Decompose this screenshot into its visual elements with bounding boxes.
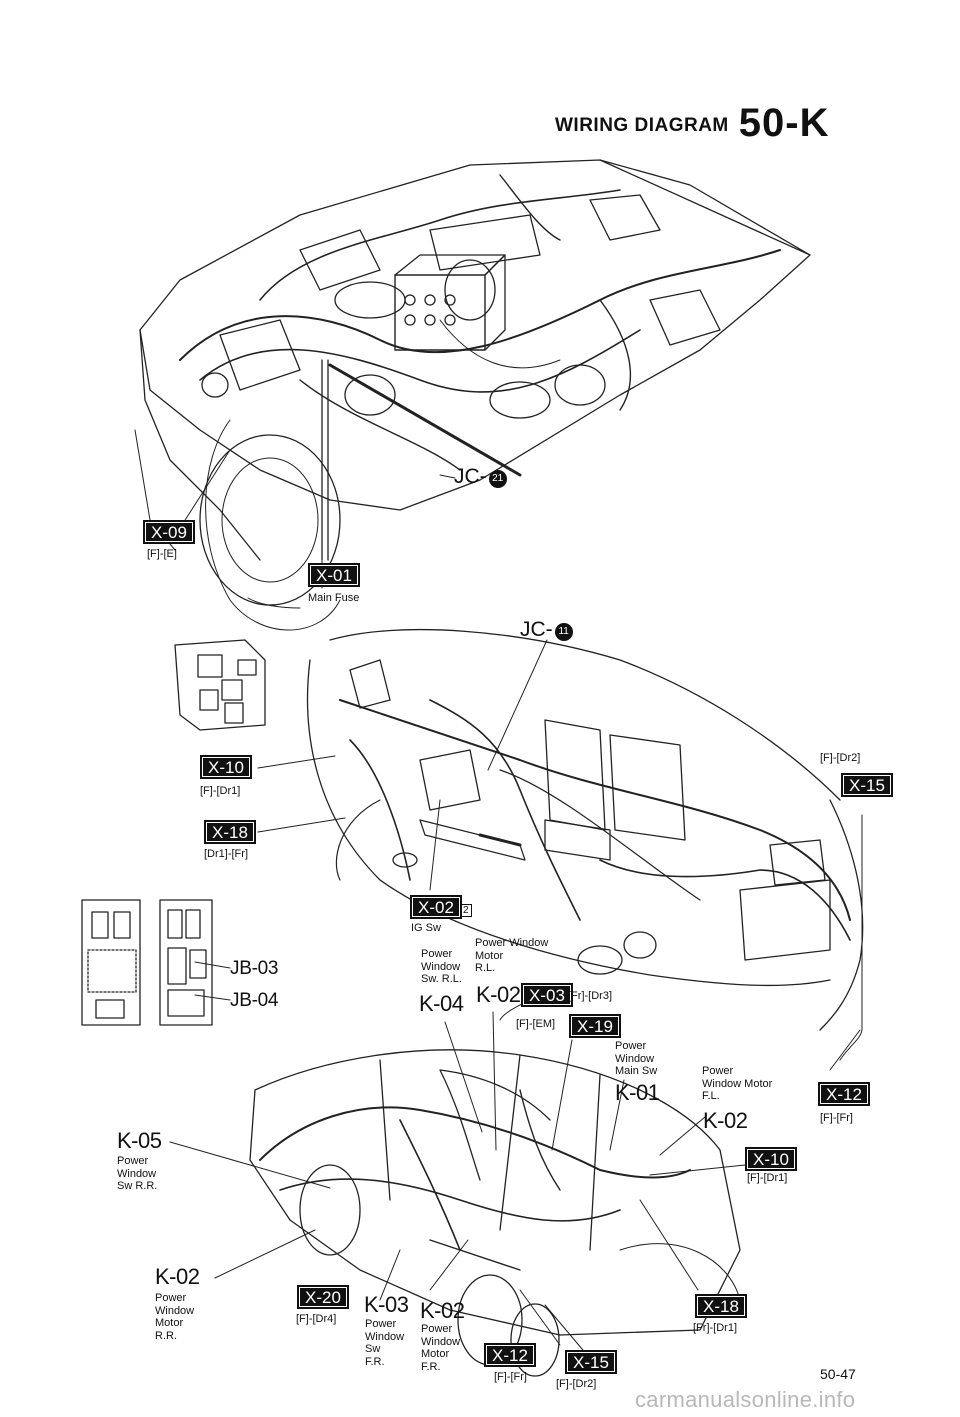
connector-ref-x20: [F]-[Dr4]: [296, 1313, 337, 1325]
connector-badge-x20: X-20: [297, 1285, 349, 1309]
page-header: WIRING DIAGRAM 50-K: [555, 103, 829, 143]
jc11-number: 11: [554, 623, 573, 641]
connector-ref-x15-right: [F]-[Dr2]: [820, 752, 861, 764]
connector-ref-x19: [F]-[EM]: [516, 1018, 556, 1030]
connector-badge-x15-bottom: X-15: [565, 1350, 617, 1374]
connector-badge-x18-bottom: X-18: [695, 1294, 747, 1318]
connector-badge-x15-right: X-15: [841, 773, 893, 797]
page-number: 50-47: [820, 1366, 856, 1382]
connector-ref-x10-mid: [F]-[Dr1]: [200, 785, 241, 797]
k02-fr-code: K-02: [420, 1298, 465, 1323]
jb03-label: JB-03: [230, 958, 279, 979]
k01-code: K-01: [615, 1080, 660, 1105]
diagram-title: WIRING DIAGRAM: [555, 115, 729, 136]
connector-ref-x12-right: [F]-[Fr]: [820, 1112, 853, 1124]
connector-badge-x03: X-03: [521, 983, 573, 1007]
k02-fl-code: K-02: [703, 1108, 748, 1133]
connector-badge-x10-low: X-10: [745, 1147, 797, 1171]
k05-code: K-05: [117, 1128, 162, 1153]
connector-ref-x18-mid: [Dr1]-[Fr]: [204, 848, 248, 860]
connector-badge-x12-bottom: X-12: [484, 1343, 536, 1367]
connector-ref-x15-bottom: [F]-[Dr2]: [556, 1378, 597, 1390]
connector-badge-x01: X-01: [308, 563, 360, 587]
diagram-code: 50-K: [738, 101, 830, 145]
connector-ref-x03: [Fr]-[Dr3]: [568, 990, 612, 1002]
connector-ref-x10-low: [F]-[Dr1]: [747, 1172, 788, 1184]
junction-connector-21: JC-21: [454, 465, 507, 489]
connector-badge-x19: X-19: [569, 1014, 621, 1038]
jb04-label: JB-04: [230, 990, 279, 1011]
watermark: carmanualsonline.info: [635, 1387, 856, 1412]
connector-badge-x09: X-09: [143, 520, 195, 544]
k02-rl-code: K-02: [476, 982, 521, 1007]
connector-ref-x12-bottom: [F]-[Fr]: [494, 1371, 527, 1383]
junction-connector-11: JC-11: [520, 618, 573, 642]
connector-badge-x18-mid: X-18: [204, 820, 256, 844]
ig-switch-label: IG Sw: [411, 922, 441, 934]
junction-blocks-drawing: [81, 899, 231, 1026]
body-harness-drawing: [169, 984, 861, 1377]
connector-ref-x18-bottom: [Fr]-[Dr1]: [693, 1322, 737, 1334]
k02-rr-code: K-02: [155, 1264, 200, 1289]
x02-tag: 2: [460, 900, 472, 918]
engine-compartment-drawing: [134, 159, 811, 631]
connector-badge-x02: X-02: [410, 895, 462, 919]
connector-ref-x09: [F]-[E]: [147, 548, 177, 560]
main-fuse-label: Main Fuse: [308, 592, 360, 604]
dashboard-drawing: [174, 628, 864, 1061]
k03-code: K-03: [364, 1292, 409, 1317]
connector-badge-x10-mid: X-10: [200, 755, 252, 779]
jc21-number: 21: [488, 470, 507, 488]
connector-badge-x12-right: X-12: [818, 1082, 870, 1106]
k04-code: K-04: [419, 991, 464, 1016]
